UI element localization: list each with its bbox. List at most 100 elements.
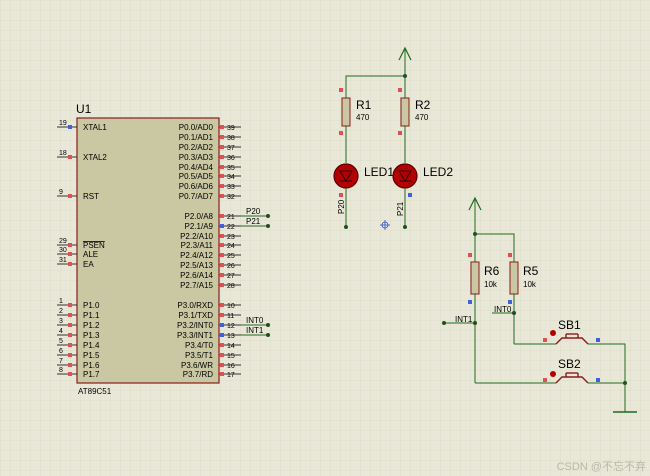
pushbutton-sb2[interactable] (543, 371, 600, 384)
pin-marker (68, 372, 72, 376)
pin-number: 39 (227, 125, 235, 132)
mcu-pin-p0-0-ad0[interactable]: 39 P0.0/AD0 (179, 123, 241, 132)
pin-name: P3.3/INT1 (177, 331, 214, 340)
resistor-r5[interactable] (508, 253, 519, 344)
pin-marker (220, 263, 224, 267)
mcu-right-pins: 39 P0.0/AD038P0.1/AD137P0.2/AD236P0.3/AD3… (177, 123, 241, 379)
pin-name: P0.0/AD0 (179, 123, 214, 132)
pin-marker (220, 194, 224, 198)
r1-value-label: 470 (356, 113, 370, 122)
pin-number: 22 (227, 224, 235, 231)
net-label-p20-mcu: P20 (246, 207, 261, 216)
pin-marker (220, 372, 224, 376)
pin-number: 23 (227, 234, 235, 241)
pin-name: P0.1/AD1 (179, 133, 214, 142)
junction-int1 (266, 333, 270, 337)
pin-name: P1.1 (83, 311, 100, 320)
pin-name: P2.3/A11 (181, 241, 214, 250)
mcu-ref-label: U1 (76, 102, 92, 116)
pin-marker (68, 155, 72, 159)
pin-marker (220, 174, 224, 178)
pin-marker (220, 353, 224, 357)
pin-name: P3.1/TXD (178, 311, 213, 320)
cursor-crosshair-icon (380, 220, 390, 230)
pin-marker (68, 323, 72, 327)
pin-number: 7 (59, 358, 63, 365)
pin-number: 31 (59, 257, 67, 264)
pin-marker (220, 323, 224, 327)
pin-number: 16 (227, 363, 235, 370)
wire-vcc2-top (475, 233, 515, 255)
led1[interactable] (333, 163, 359, 227)
junction-p20 (266, 214, 270, 218)
led1-ref-label: LED1 (364, 165, 394, 179)
pin-name: P3.2/INT0 (177, 321, 214, 330)
pushbutton-sb1[interactable] (543, 330, 600, 345)
resistor-r1[interactable] (339, 88, 351, 163)
resistor-r2[interactable] (398, 88, 410, 163)
pin-name: P0.5/AD5 (179, 172, 214, 181)
pin-marker (220, 343, 224, 347)
pin-marker (68, 262, 72, 266)
vcc-power-terminal-1[interactable] (398, 46, 412, 76)
junction-led1 (344, 225, 348, 229)
pin-marker (220, 224, 224, 228)
pin-name: ALE (83, 250, 98, 259)
vcc-power-terminal-2[interactable] (468, 196, 482, 234)
pin-number: 28 (227, 283, 235, 290)
pin-number: 21 (227, 214, 235, 221)
pin-marker (68, 125, 72, 129)
r5-value-label: 10k (523, 280, 537, 289)
led2[interactable] (392, 163, 418, 227)
mcu-pin-p1-2[interactable]: 3 P1.2 (57, 318, 100, 330)
pin-marker (220, 214, 224, 218)
pin-name: P1.2 (83, 321, 100, 330)
ground-terminal[interactable] (613, 383, 637, 413)
pin-name: P2.6/A14 (180, 271, 213, 280)
pin-marker (220, 243, 224, 247)
pin-number: 19 (59, 120, 67, 127)
pin-number: 3 (59, 318, 63, 325)
pin-name: P1.0 (83, 301, 100, 310)
resistor-r6[interactable] (468, 253, 480, 383)
